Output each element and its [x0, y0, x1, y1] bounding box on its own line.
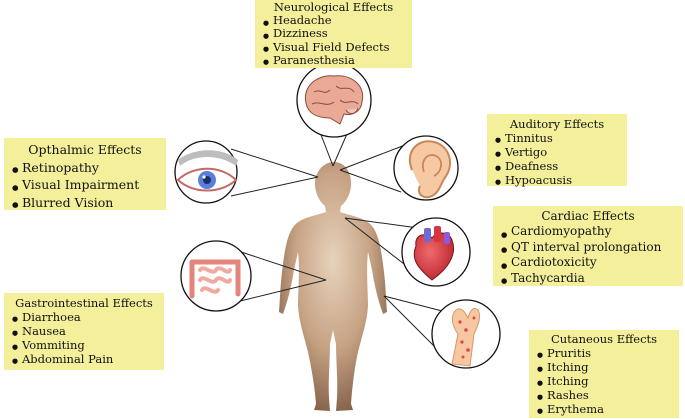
list-item: Nausea [12, 324, 164, 340]
neurological-title: Neurological Effects [273, 0, 394, 14]
connector-auditory-top [339, 144, 406, 171]
ear-icon [409, 140, 451, 199]
list-item: Visual Field Defects [263, 40, 412, 57]
ophthalmic-effects-box: Opthalmic Effects Retinopathy Visual Imp… [4, 138, 166, 214]
brain-illustration [296, 62, 372, 138]
cutaneous-list: Pruritis Itching Itching Rashes Erythema [537, 346, 679, 418]
auditory-effects-box: Auditory Effects Tinnitus Vertigo Deafne… [487, 114, 627, 189]
connector-cutaneous-top [383, 295, 447, 313]
cardiac-list: Cardiomyopathy QT interval prolongation … [501, 224, 683, 289]
cutaneous-effects-box: Cutaneous Effects Pruritis Itching Itchi… [529, 330, 679, 418]
list-item: Itching [537, 360, 679, 376]
list-item: Blurred Vision [12, 194, 166, 214]
ear-illustration [393, 135, 459, 201]
list-item: QT interval prolongation [501, 240, 683, 258]
connector-auditory-bottom [339, 169, 402, 193]
gastrointestinal-title: Gastrointestinal Effects [15, 296, 153, 310]
ophthalmic-list: Retinopathy Visual Impairment Blurred Vi… [12, 159, 166, 214]
connector-cardiac-bottom [344, 217, 405, 265]
connector-ophthalmic-bottom [230, 176, 319, 197]
list-item: Vommiting [12, 338, 164, 354]
connector-ophthalmic-top [230, 148, 319, 178]
connector-cutaneous-bottom [383, 295, 441, 353]
list-item: Erythema [537, 402, 679, 418]
intestines-icon [189, 259, 241, 299]
list-item: Dizziness [263, 27, 412, 44]
list-item: Headache [263, 14, 412, 31]
cardiac-effects-box: Cardiac Effects Cardiomyopathy QT interv… [493, 206, 683, 289]
auditory-list: Tinnitus Vertigo Deafness Hypoacusis [495, 131, 627, 189]
list-item: Diarrhoea [12, 310, 164, 326]
list-item: Deafness [495, 159, 627, 175]
neurological-effects-box: Neurological Effects Headache Dizziness … [255, 0, 412, 70]
connector-cardiac-top [344, 217, 419, 229]
human-body-silhouette [279, 162, 387, 411]
list-item: Cardiotoxicity [501, 255, 683, 273]
list-item: Visual Impairment [12, 176, 166, 196]
list-item: Retinopathy [12, 159, 166, 179]
ophthalmic-title: Opthalmic Effects [28, 142, 142, 157]
auditory-title: Auditory Effects [509, 117, 605, 131]
skin-illustration [431, 299, 501, 369]
eye-illustration [174, 140, 238, 204]
intestines-illustration [180, 240, 252, 312]
cutaneous-title: Cutaneous Effects [550, 332, 658, 346]
gastrointestinal-effects-box: Gastrointestinal Effects Diarrhoea Nause… [4, 293, 164, 370]
heart-illustration [401, 217, 471, 287]
list-item: Vertigo [495, 145, 627, 161]
list-item: Hypoacusis [495, 173, 627, 189]
list-item: Itching [537, 374, 679, 390]
list-item: Rashes [537, 388, 679, 404]
list-item: Pruritis [537, 346, 679, 362]
neurological-list: Headache Dizziness Visual Field Defects … [263, 14, 412, 70]
list-item: Cardiomyopathy [501, 224, 683, 242]
cardiac-title: Cardiac Effects [541, 209, 635, 223]
list-item: Tachycardia [501, 271, 683, 289]
list-item: Paranesthesia [263, 53, 412, 70]
list-item: Tinnitus [495, 131, 627, 147]
list-item: Abdominal Pain [12, 352, 164, 368]
gastrointestinal-list: Diarrhoea Nausea Vommiting Abdominal Pai… [12, 310, 164, 368]
